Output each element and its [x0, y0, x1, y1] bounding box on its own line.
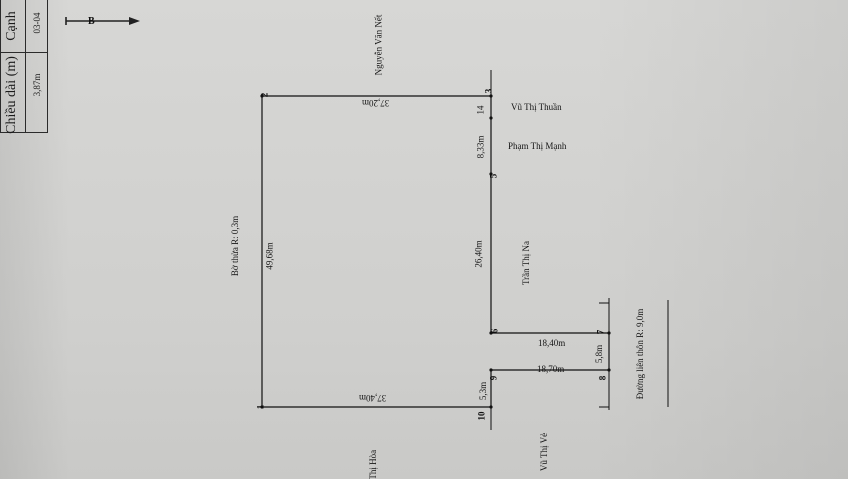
edge-1-2-length: 37,20m [362, 98, 390, 108]
neighbor-bottom-left: i Thị Hòa [368, 449, 379, 479]
point-6: 6 [489, 328, 500, 334]
edge-3-4-length: 14 [475, 105, 486, 115]
point-1: 1 [255, 404, 266, 410]
point-9: 9 [488, 375, 499, 381]
table-row-cell-length [25, 52, 48, 133]
edge-left-length: 49,68m [264, 242, 275, 270]
point-7: 7 [595, 329, 606, 335]
edge-4-5-length: 8,33m [475, 135, 486, 159]
neighbor-right-c: Trần Thị Na [521, 240, 532, 286]
neighbor-right-a: Vũ Thị Thuần [511, 102, 562, 112]
neighbor-top: Nguyễn Văn Nết [373, 14, 384, 76]
edge-10-1-length: 37,40m [359, 393, 387, 403]
road-label: Đường liên thôn R: 9,0m [635, 308, 646, 400]
plot-boundary [261, 95, 610, 408]
edge-5-6-length: 26,40m [473, 240, 484, 268]
north-label: B [88, 16, 95, 27]
point-2: 2 [259, 92, 270, 98]
point-10: 10 [476, 411, 487, 421]
edge-9-10-length: 5,3m [478, 381, 489, 401]
point-8: 8 [597, 375, 608, 381]
neighbor-right-b: Phạm Thị Mạnh [508, 141, 567, 151]
right-shadow [588, 0, 848, 479]
edge-length-table: Cạnh Chiều dài (m) 03-04 3,87m [0, 0, 48, 134]
plot-vertices [260, 94, 611, 409]
edge-7-8-length: 5,8m [594, 344, 605, 364]
neighbor-bottom: Vũ Thị Vẻ [539, 432, 550, 472]
neighbor-lines [490, 70, 669, 430]
point-5: 5 [488, 173, 499, 179]
edge-8-9-length: 18,70m [537, 364, 565, 374]
point-3: 3 [483, 88, 494, 94]
neighbor-left: Bờ thửa R: 0,3m [230, 215, 241, 277]
page-edge-shadow [0, 0, 70, 479]
north-arrow [65, 17, 140, 25]
edge-6-7-length: 18,40m [538, 338, 566, 348]
